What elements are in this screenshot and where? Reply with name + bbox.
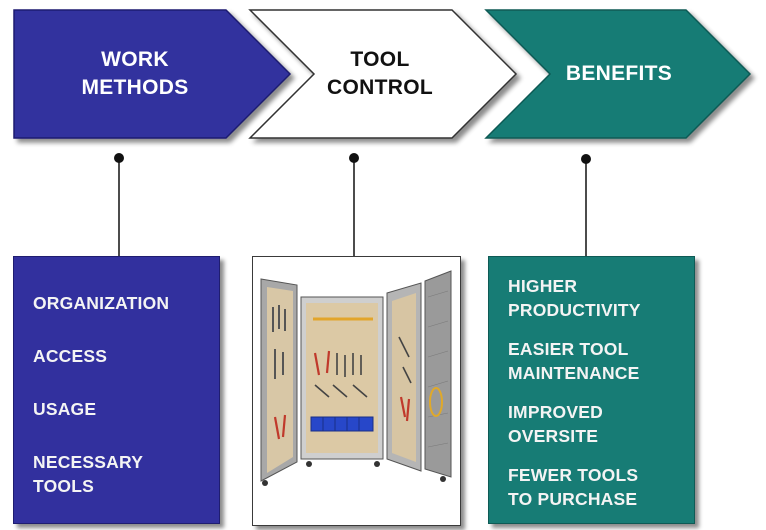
benefit-item: IMPROVED OVERSITE <box>508 402 603 446</box>
connector-benefits <box>581 154 591 256</box>
chevron-work-methods <box>13 9 292 139</box>
work-method-item: NECESSARY TOOLS <box>33 452 144 496</box>
stage-title-benefits: BENEFITS <box>565 62 673 85</box>
tool-cabinet-image <box>260 270 452 486</box>
work-methods-list: ORGANIZATION ACCESS USAGE NECESSARY TOOL… <box>33 291 169 498</box>
benefit-item: HIGHER PRODUCTIVITY <box>508 276 641 320</box>
benefit-item: EASIER TOOL MAINTENANCE <box>508 339 640 383</box>
tool-control-image-box <box>252 256 461 526</box>
benefits-box: HIGHER PRODUCTIVITY EASIER TOOL MAINTENA… <box>488 256 695 524</box>
work-method-item: ORGANIZATION <box>33 293 170 313</box>
work-method-item: ACCESS <box>33 346 108 366</box>
stage-title-tool-control: TOOL CONTROL <box>327 48 433 99</box>
chevron-tool-control <box>248 9 518 139</box>
work-methods-box: ORGANIZATION ACCESS USAGE NECESSARY TOOL… <box>13 256 220 524</box>
stage-title-work-methods: WORK METHODS <box>81 48 189 99</box>
connector-tool-control <box>349 153 359 256</box>
chevron-benefits <box>484 9 752 139</box>
work-method-item: USAGE <box>33 399 97 419</box>
connector-work-methods <box>114 153 124 256</box>
benefits-list: HIGHER PRODUCTIVITY EASIER TOOL MAINTENA… <box>508 274 641 511</box>
benefit-item: FEWER TOOLS TO PURCHASE <box>508 465 639 509</box>
